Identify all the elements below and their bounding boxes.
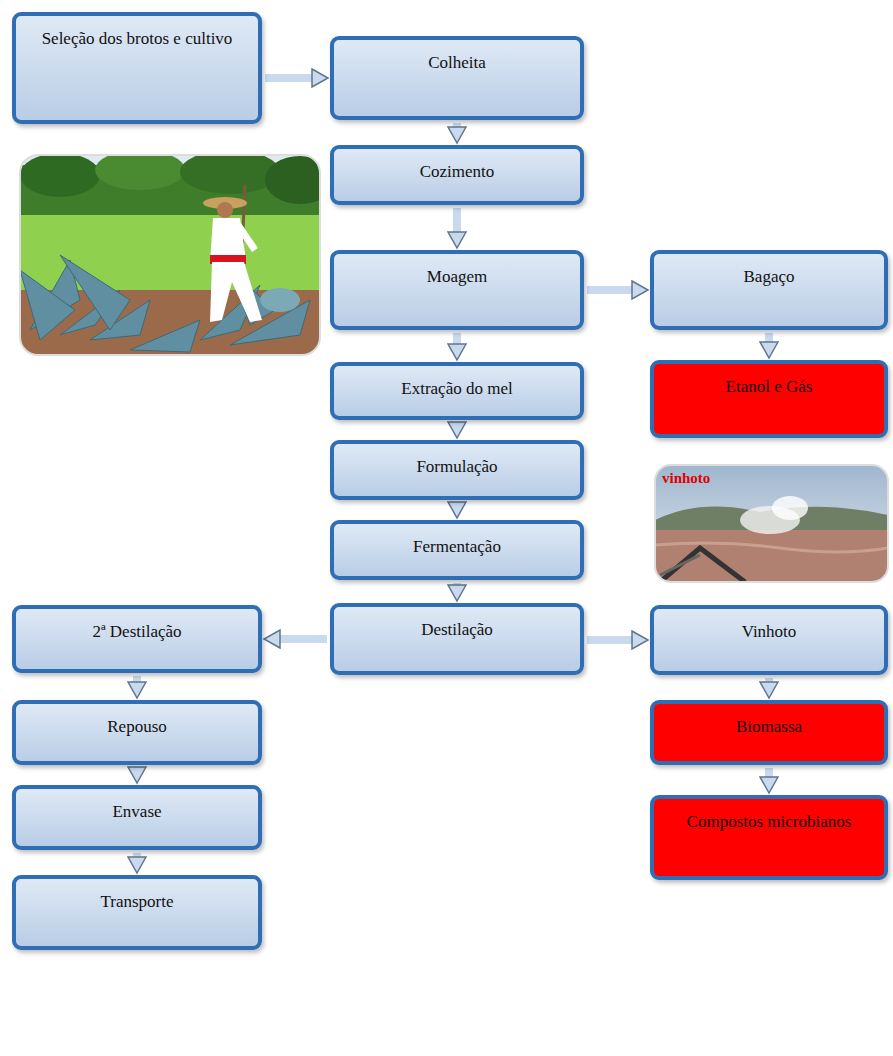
box-label: Envase <box>112 801 161 822</box>
photo-label: vinhoto <box>662 470 710 487</box>
process-box: Repouso <box>12 700 262 765</box>
vinhoto-photo <box>655 465 888 582</box>
flow-arrow <box>453 503 461 505</box>
box-label: Seleção dos brotos e cultivo <box>42 28 233 49</box>
box-label: Moagem <box>427 266 487 287</box>
output-box: Compostos microbianos <box>650 795 888 880</box>
flow-arrow <box>587 636 635 644</box>
flow-arrow <box>765 333 773 345</box>
flow-arrow <box>453 208 461 235</box>
output-box: Biomassa <box>650 700 888 765</box>
flow-arrow <box>765 678 773 685</box>
flow-arrow <box>587 286 635 294</box>
box-label: Compostos microbianos <box>687 811 852 832</box>
process-box: Extração do mel <box>330 362 584 420</box>
flow-arrow <box>277 635 327 643</box>
box-label: Biomassa <box>736 716 802 737</box>
process-box: Formulação <box>330 440 584 500</box>
flow-arrow <box>453 583 461 588</box>
process-box: Transporte <box>12 875 262 950</box>
box-label: 2ª Destilação <box>92 621 181 642</box>
box-label: Destilação <box>421 619 493 640</box>
process-box: Vinhoto <box>650 605 888 675</box>
process-box: Destilação <box>330 603 584 675</box>
flow-arrow <box>133 676 141 685</box>
process-box: Seleção dos brotos e cultivo <box>12 12 262 124</box>
flow-arrow <box>133 768 141 770</box>
box-label: Repouso <box>107 716 167 737</box>
process-box: Fermentação <box>330 520 584 580</box>
process-box: Envase <box>12 785 262 850</box>
box-label: Formulação <box>416 456 497 477</box>
process-box: Colheita <box>330 36 584 120</box>
process-box: Moagem <box>330 250 584 330</box>
flow-arrow <box>265 74 315 82</box>
process-box: Bagaço <box>650 250 888 330</box>
box-label: Transporte <box>100 891 173 912</box>
flow-arrow <box>133 853 141 860</box>
output-box: Etanol e Gás <box>650 360 888 438</box>
flow-arrow <box>765 768 773 780</box>
box-label: Extração do mel <box>401 378 512 399</box>
box-label: Fermentação <box>413 536 501 557</box>
box-label: Vinhoto <box>742 621 797 642</box>
box-label: Etanol e Gás <box>726 376 813 397</box>
box-label: Colheita <box>428 52 486 73</box>
flow-arrow <box>453 123 461 130</box>
flow-arrow <box>453 423 461 425</box>
process-box: Cozimento <box>330 145 584 205</box>
flow-arrow <box>453 333 461 347</box>
box-label: Bagaço <box>744 266 795 287</box>
box-label: Cozimento <box>420 161 495 182</box>
process-box: 2ª Destilação <box>12 605 262 673</box>
agave-photo <box>20 155 320 355</box>
